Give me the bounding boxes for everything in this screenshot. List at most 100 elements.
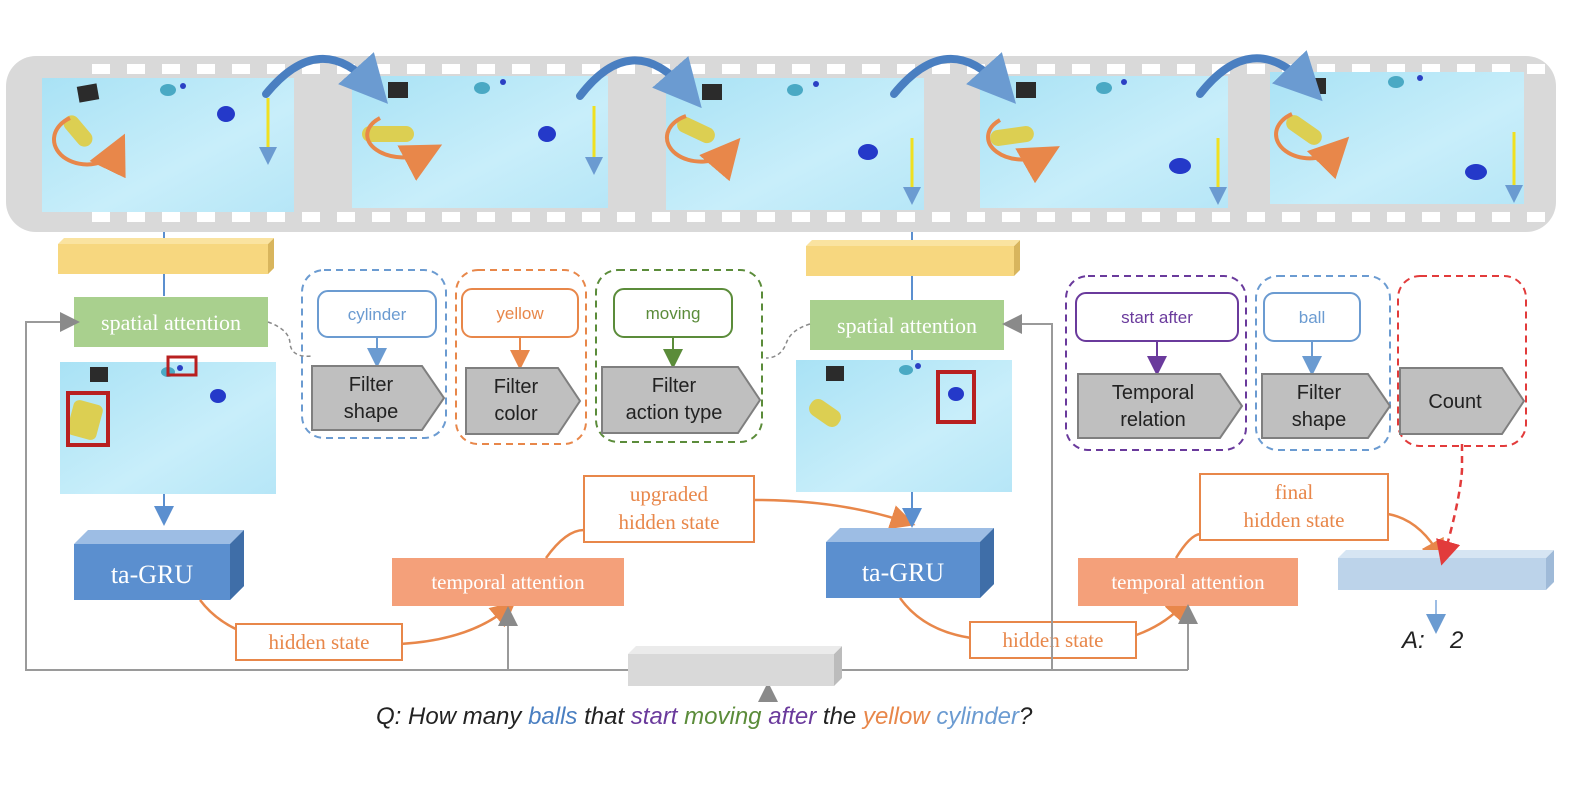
answer-prefix: A:	[1400, 627, 1425, 654]
program-operator-label: Temporal	[1112, 382, 1194, 404]
sprocket-hole	[1317, 64, 1335, 74]
video-frame-3	[664, 78, 924, 210]
sprocket-hole	[407, 212, 425, 222]
question-token	[930, 703, 937, 730]
upgraded-hidden-state-label: upgraded hidden state	[583, 475, 755, 543]
sprocket-hole	[547, 212, 565, 222]
sprocket-hole	[1422, 64, 1440, 74]
feature-bar-2	[806, 240, 1020, 276]
sprocket-hole	[1212, 212, 1230, 222]
program-argument-label: moving	[646, 304, 701, 323]
sprocket-hole	[792, 212, 810, 222]
video-frame-4	[980, 76, 1228, 208]
video-frame-2	[352, 76, 608, 208]
spatial-attention-label: spatial attention	[101, 310, 241, 335]
svg-text:upgraded: upgraded	[630, 482, 709, 506]
program-operator-box	[465, 367, 582, 435]
ta-gru-module-2: ta-GRU	[826, 528, 994, 598]
sprocket-hole	[162, 212, 180, 222]
program-step-group-border	[595, 269, 763, 443]
sprocket-hole	[1247, 212, 1265, 222]
sprocket-hole	[1457, 212, 1475, 222]
video-frame-5	[1270, 72, 1524, 204]
video-frame-1	[42, 78, 294, 212]
question-token: yellow	[861, 703, 931, 730]
temporal-attention-module-1: temporal attention	[392, 558, 624, 606]
question-token: balls	[528, 703, 577, 730]
sprocket-hole	[967, 212, 985, 222]
sprocket-hole	[442, 64, 460, 74]
program-operator-label: shape	[344, 401, 399, 423]
sprocket-hole	[302, 64, 320, 74]
svg-text:hidden state: hidden state	[269, 630, 370, 654]
spatial-attention-module-1: spatial attention	[74, 297, 268, 347]
final-hidden-state-label: final hidden state	[1199, 473, 1389, 541]
sprocket-hole	[92, 212, 110, 222]
sprocket-hole	[687, 212, 705, 222]
sprocket-hole	[1352, 212, 1370, 222]
sprocket-hole	[477, 212, 495, 222]
question-token: How many	[408, 703, 528, 730]
question-token: ?	[1019, 703, 1033, 730]
program-operator-label: Filter	[1297, 382, 1342, 404]
sprocket-hole	[1317, 212, 1335, 222]
sprocket-hole	[1527, 64, 1545, 74]
sprocket-hole	[897, 64, 915, 74]
svg-text:hidden state: hidden state	[619, 510, 720, 534]
sprocket-hole	[827, 64, 845, 74]
sprocket-hole	[1177, 212, 1195, 222]
sprocket-hole	[932, 64, 950, 74]
sprocket-hole	[162, 64, 180, 74]
sprocket-hole	[1002, 64, 1020, 74]
spatial-attention-module-2: spatial attention	[810, 300, 1004, 350]
question-token: after	[768, 703, 817, 730]
temporal-attention-label: temporal attention	[431, 570, 585, 594]
sprocket-hole	[1142, 212, 1160, 222]
sprocket-hole	[512, 64, 530, 74]
program-modules: cylinderFiltershapeyellowFiltercolormovi…	[301, 269, 1527, 451]
answer: A: 2	[1400, 627, 1463, 654]
sprocket-hole	[1492, 212, 1510, 222]
svg-text:final: final	[1275, 480, 1314, 504]
sprocket-hole	[1387, 64, 1405, 74]
sprocket-hole	[1527, 212, 1545, 222]
program-step-6: Count	[1397, 275, 1527, 447]
question-token: start	[631, 703, 679, 730]
svg-text:hidden state: hidden state	[1244, 508, 1345, 532]
hidden-state-label-1: hidden state	[235, 623, 403, 661]
sprocket-hole	[267, 212, 285, 222]
sprocket-hole	[1422, 212, 1440, 222]
sprocket-hole	[1492, 64, 1510, 74]
ta-gru-module-1: ta-GRU	[74, 530, 244, 600]
sprocket-hole	[1352, 64, 1370, 74]
sprocket-hole	[127, 64, 145, 74]
question-token: the	[816, 703, 863, 730]
program-step-group-border	[1065, 275, 1247, 451]
sprocket-hole	[1037, 212, 1055, 222]
sprocket-hole	[197, 212, 215, 222]
sprocket-hole	[477, 64, 495, 74]
sprocket-hole	[1107, 64, 1125, 74]
question-token: that	[577, 703, 630, 730]
sprocket-hole	[407, 64, 425, 74]
attended-scene-1	[60, 355, 276, 494]
program-operator-label: relation	[1120, 409, 1186, 431]
sprocket-hole	[862, 212, 880, 222]
count-output-arrow	[1436, 444, 1464, 566]
answer-value: 2	[1449, 627, 1463, 654]
program-step-group-border	[455, 269, 587, 445]
sprocket-hole	[582, 212, 600, 222]
frame-transition-arrows	[262, 50, 1323, 109]
program-operator-label: color	[494, 403, 538, 425]
question-token	[677, 703, 684, 730]
sprocket-hole	[127, 212, 145, 222]
sprocket-hole	[372, 64, 390, 74]
program-operator-box	[1399, 367, 1526, 435]
sprocket-hole	[232, 64, 250, 74]
feature-bar-1	[58, 238, 274, 274]
sprocket-hole	[827, 212, 845, 222]
sprocket-hole	[862, 64, 880, 74]
